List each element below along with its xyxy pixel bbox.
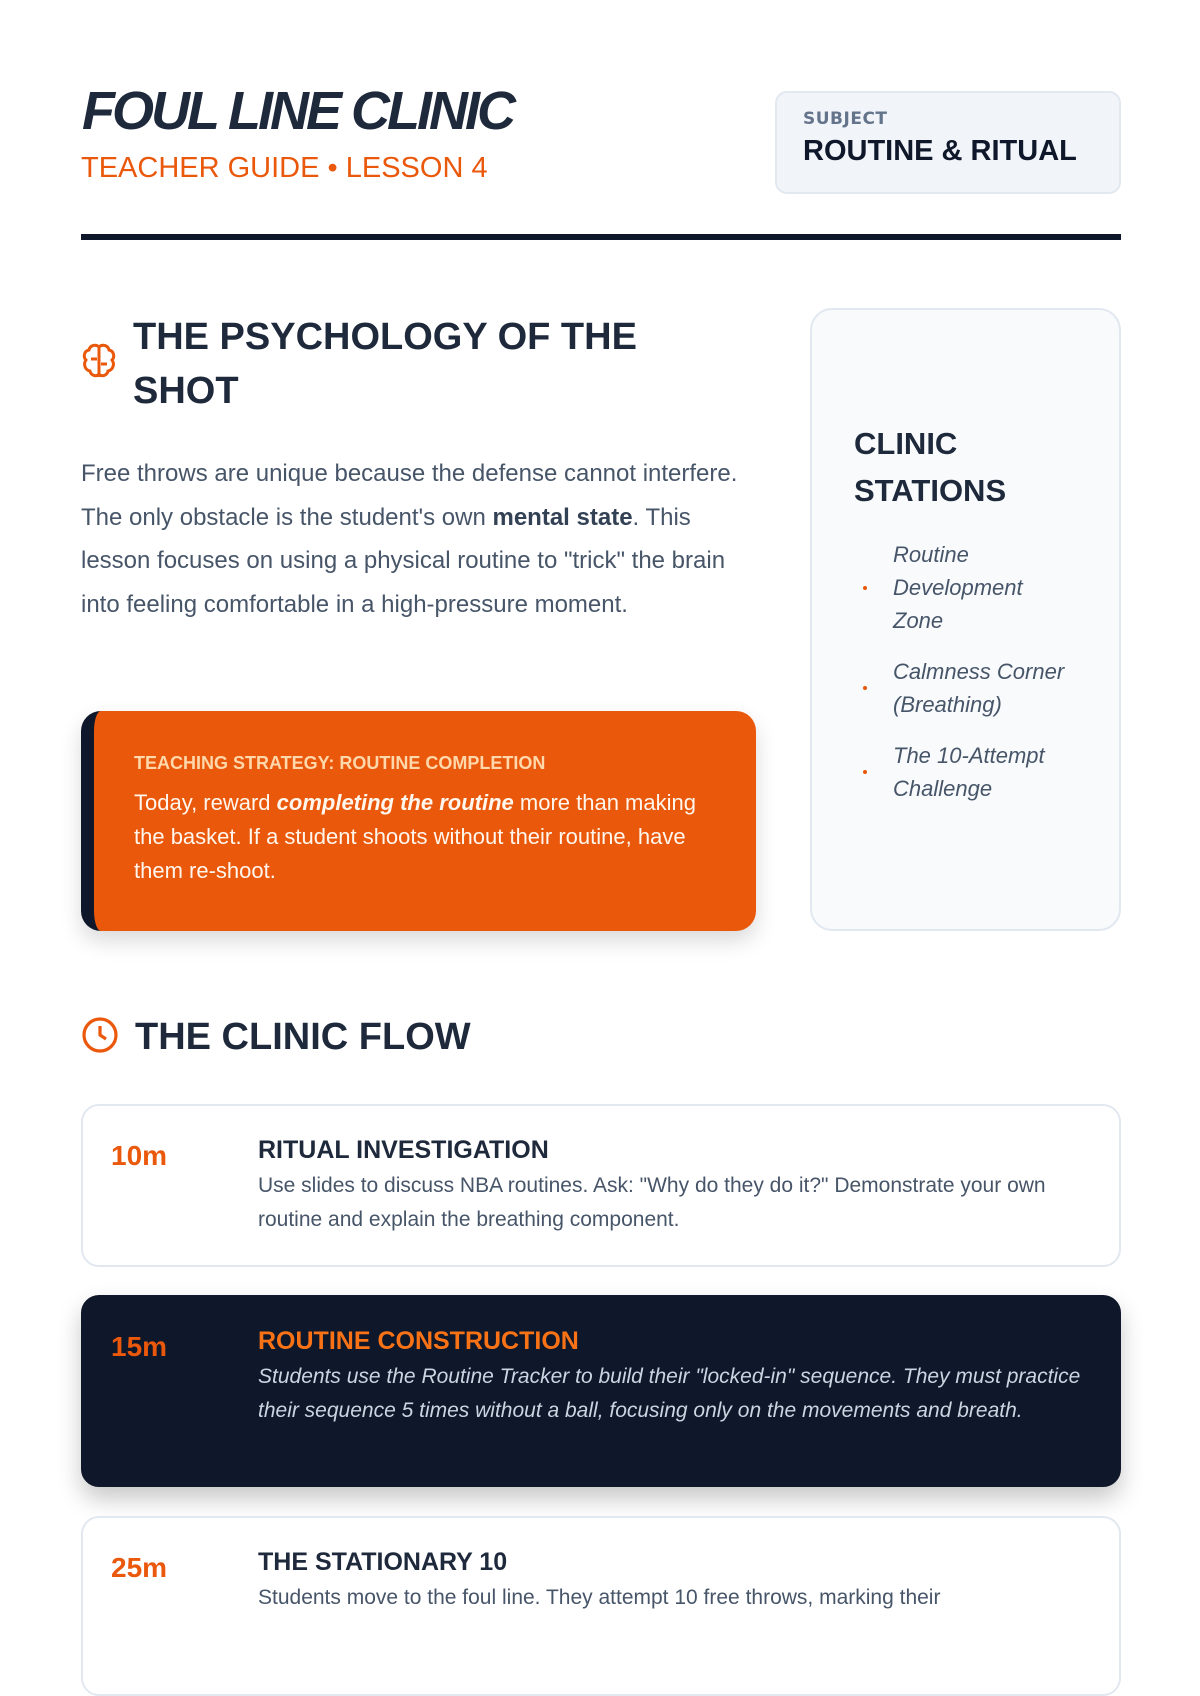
station-label: Calmness Corner (Breathing) (893, 659, 1065, 717)
flow-item: 10m RITUAL INVESTIGATION Use slides to di… (81, 1104, 1121, 1267)
page-subtitle: TEACHER GUIDE • LESSON 4 (81, 152, 488, 184)
clock-icon (81, 1016, 135, 1058)
flow-item: 25m THE STATIONARY 10 Students move to th… (81, 1516, 1121, 1696)
subject-label: SUBJECT (803, 109, 888, 129)
strategy-text-part: more than making the basket. If a studen… (134, 790, 696, 883)
paragraph-text: Free throws are unique because the defen… (81, 460, 738, 531)
teaching-strategy-callout: TEACHING STRATEGY: ROUTINE COMPLETION To… (81, 711, 756, 931)
paragraph-emphasis: mental state (492, 503, 633, 531)
psychology-heading-row: THE PSYCHOLOGY OF THE SHOT (81, 310, 681, 418)
flow-time: 25m (111, 1552, 168, 1583)
station-label: Routine Development Zone (893, 542, 1023, 633)
bullet-icon (863, 585, 867, 590)
flow-description: Students use the Routine Tracker to buil… (258, 1365, 1081, 1422)
header-divider (81, 234, 1121, 240)
clinic-stations-card: CLINIC STATIONS Routine Development Zone… (810, 308, 1121, 931)
psychology-paragraph: Free throws are unique because the defen… (81, 452, 761, 626)
psychology-heading: THE PSYCHOLOGY OF THE SHOT (133, 316, 637, 412)
flow-name: THE STATIONARY 10 (258, 1548, 508, 1576)
strategy-text: Today, reward completing the routine mor… (134, 786, 716, 888)
flow-time: 10m (111, 1140, 168, 1171)
flow-heading-row: THE CLINIC FLOW (81, 1010, 471, 1064)
bullet-icon (863, 770, 867, 774)
station-label: The 10-Attempt Challenge (893, 743, 1045, 801)
strategy-text-part: Today, reward (134, 790, 277, 815)
strategy-emphasis: completing the routine (276, 790, 514, 815)
stations-heading: CLINIC STATIONS (854, 426, 1007, 508)
flow-heading: THE CLINIC FLOW (135, 1016, 471, 1058)
flow-item-highlighted: 15m ROUTINE CONSTRUCTION Students use the… (81, 1295, 1121, 1487)
flow-name: ROUTINE CONSTRUCTION (258, 1327, 579, 1355)
paragraph-text: . This lesson focuses on using a physica… (81, 503, 726, 618)
strategy-label: TEACHING STRATEGY: ROUTINE COMPLETION (134, 753, 546, 773)
bullet-icon (863, 686, 867, 690)
subject-value: ROUTINE & RITUAL (803, 135, 1077, 167)
flow-time: 15m (111, 1331, 168, 1362)
stations-list: Routine Development Zone Calmness Corner… (854, 538, 1079, 805)
station-item: Calmness Corner (Breathing) (854, 655, 1079, 721)
flow-description: Use slides to discuss NBA routines. Ask:… (258, 1174, 1046, 1231)
flow-description: Students move to the foul line. They att… (258, 1586, 941, 1609)
page-title: FOUL LINE CLINIC (82, 81, 516, 141)
station-item: The 10-Attempt Challenge (854, 739, 1079, 805)
brain-icon (81, 342, 133, 386)
flow-name: RITUAL INVESTIGATION (258, 1136, 549, 1164)
subject-badge: SUBJECT ROUTINE & RITUAL (775, 91, 1121, 194)
station-item: Routine Development Zone (854, 538, 1079, 637)
